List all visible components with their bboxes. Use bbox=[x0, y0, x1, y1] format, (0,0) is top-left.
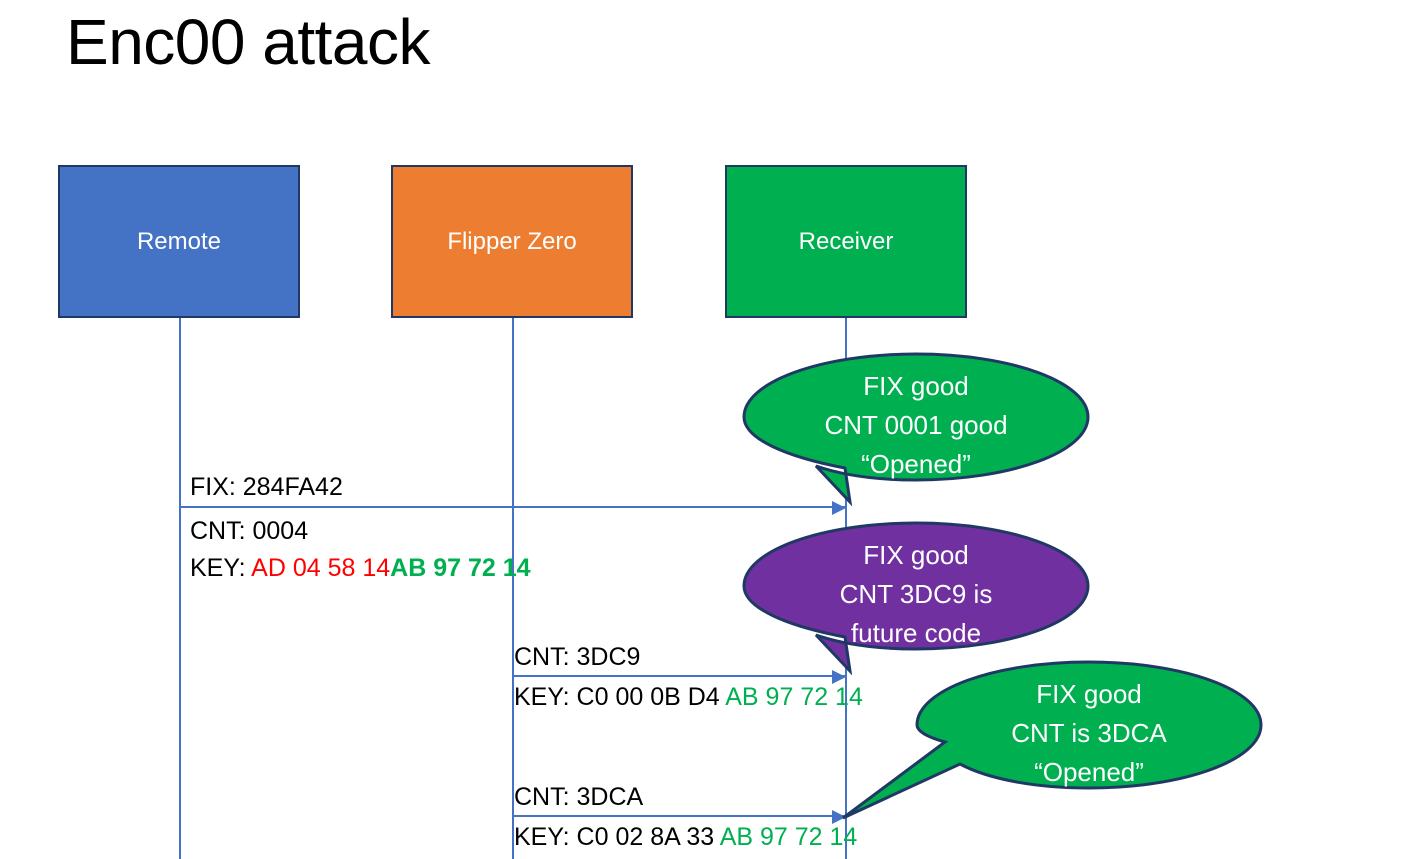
key-1-prefix: KEY: bbox=[190, 554, 252, 582]
message-arrow-remote-to-receiver bbox=[180, 501, 846, 515]
key-1-red-bytes: AD 04 58 14 bbox=[251, 554, 391, 582]
callout-bubble-cnt-3dca-opened[interactable]: FIX good CNT is 3DCA “Opened” bbox=[842, 660, 1263, 820]
actor-label-receiver: Receiver bbox=[798, 227, 894, 255]
message-label-cnt-3dc9: CNT: 3DC9 bbox=[514, 643, 641, 671]
callout-bubble-fix-good-cnt-0001[interactable]: FIX good CNT 0001 good “Opened” bbox=[742, 352, 1090, 507]
message-label-cnt-3dca: CNT: 3DCA bbox=[514, 783, 644, 811]
actor-box-remote[interactable]: Remote bbox=[58, 165, 300, 318]
message-arrow-flipper-to-receiver-2 bbox=[513, 810, 846, 824]
callout-3-shape bbox=[842, 660, 1263, 820]
key-1-green-bytes: AB 97 72 14 bbox=[390, 554, 531, 582]
actor-label-flipper: Flipper Zero bbox=[447, 227, 577, 255]
actor-label-remote: Remote bbox=[136, 227, 222, 255]
message-label-key-1: KEY: AD 04 58 14AB 97 72 14 bbox=[190, 549, 531, 588]
callout-2-shape bbox=[742, 521, 1090, 676]
lifeline-remote bbox=[179, 318, 181, 859]
page-title: Enc00 attack bbox=[66, 6, 431, 78]
message-arrow-flipper-to-receiver-1 bbox=[513, 670, 846, 684]
lifeline-flipper bbox=[512, 318, 514, 859]
message-label-fix: FIX: 284FA42 bbox=[190, 473, 343, 501]
message-label-key-3: KEY: C0 02 8A 33 AB 97 72 14 bbox=[514, 818, 857, 857]
actor-box-flipper[interactable]: Flipper Zero bbox=[391, 165, 633, 318]
key-3-green-bytes: AB 97 72 14 bbox=[719, 823, 858, 851]
key-3-prefix: KEY: C0 02 8A 33 bbox=[514, 823, 720, 851]
callout-bubble-cnt-3dc9-future-code[interactable]: FIX good CNT 3DC9 is future code bbox=[742, 521, 1090, 676]
key-2-prefix: KEY: C0 00 0B D4 bbox=[514, 683, 726, 711]
key-2-green-bytes: AB 97 72 14 bbox=[725, 683, 863, 711]
callout-1-shape bbox=[742, 352, 1090, 507]
message-label-key-2: KEY: C0 00 0B D4 AB 97 72 14 bbox=[514, 678, 863, 717]
actor-box-receiver[interactable]: Receiver bbox=[725, 165, 967, 318]
message-label-cnt-0004: CNT: 0004 bbox=[190, 517, 309, 545]
